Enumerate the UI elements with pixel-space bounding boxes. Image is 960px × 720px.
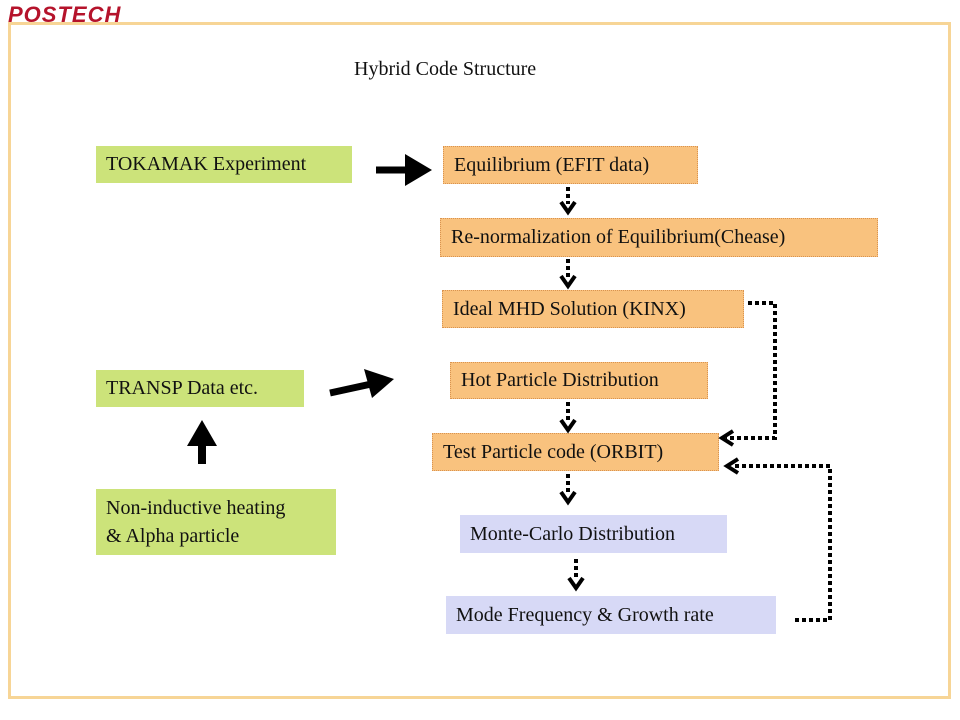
monte-carlo-label: Monte-Carlo Distribution <box>470 522 675 545</box>
equilibrium-label: Equilibrium (EFIT data) <box>454 153 650 176</box>
dotted-loop-mhd-to-test <box>718 301 777 447</box>
mode-frequency-box: Mode Frequency & Growth rate <box>446 596 776 634</box>
test-particle-box: Test Particle code (ORBIT) <box>432 433 719 471</box>
heating-line-1: Non-inductive heating <box>106 497 286 519</box>
dotted-loop-mode-to-test <box>723 457 832 622</box>
non-inductive-heating-box: Non-inductive heating & Alpha particle <box>96 489 336 555</box>
test-particle-label: Test Particle code (ORBIT) <box>443 440 664 463</box>
dotted-arrow-hot-to-test <box>559 402 577 434</box>
heating-line-2: & Alpha particle <box>106 525 240 547</box>
monte-carlo-box: Monte-Carlo Distribution <box>460 515 727 553</box>
tokamak-experiment-label: TOKAMAK Experiment <box>106 153 307 175</box>
renormalization-box: Re-normalization of Equilibrium(Chease) <box>440 218 878 257</box>
dotted-arrow-test-to-monte <box>559 474 577 506</box>
dotted-arrow-renorm-to-mhd <box>559 259 577 290</box>
transp-data-box: TRANSP Data etc. <box>96 370 304 407</box>
hot-particle-label: Hot Particle Distribution <box>461 369 659 391</box>
slide-frame <box>8 22 951 699</box>
tokamak-experiment-box: TOKAMAK Experiment <box>96 146 352 183</box>
solid-arrow-tokamak <box>376 154 432 186</box>
mode-frequency-label: Mode Frequency & Growth rate <box>456 603 714 626</box>
solid-arrow-heating-up <box>187 420 217 464</box>
diagram-title: Hybrid Code Structure <box>354 58 537 80</box>
hot-particle-box: Hot Particle Distribution <box>450 362 708 399</box>
dotted-arrow-monte-to-mode <box>567 559 585 592</box>
transp-data-label: TRANSP Data etc. <box>106 377 259 399</box>
ideal-mhd-label: Ideal MHD Solution (KINX) <box>453 297 686 320</box>
equilibrium-box: Equilibrium (EFIT data) <box>443 146 698 184</box>
renormalization-label: Re-normalization of Equilibrium(Chease) <box>451 226 786 248</box>
dotted-arrow-equilibrium-to-renorm <box>559 187 577 216</box>
solid-arrow-transp <box>329 369 394 398</box>
ideal-mhd-box: Ideal MHD Solution (KINX) <box>442 290 744 328</box>
